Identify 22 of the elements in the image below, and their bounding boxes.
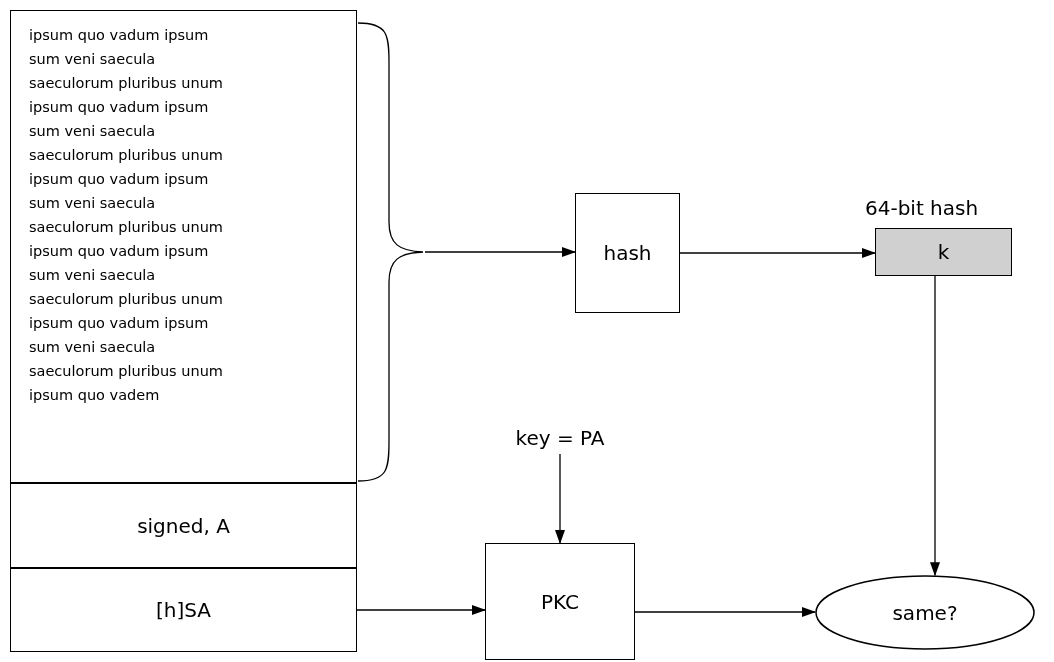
arrow bbox=[679, 248, 876, 258]
box-caption: 64-bit hash bbox=[865, 196, 979, 220]
arrow bbox=[424, 247, 576, 257]
box-label: same? bbox=[892, 600, 958, 625]
process-box bbox=[485, 543, 635, 660]
arrow bbox=[555, 453, 565, 544]
signature-box bbox=[10, 483, 357, 568]
box-label: PKC bbox=[540, 589, 579, 614]
box-label: [h]SA bbox=[156, 598, 211, 622]
message-box bbox=[10, 10, 357, 483]
signature-box bbox=[10, 568, 357, 652]
curly-brace bbox=[357, 22, 425, 482]
arrow bbox=[930, 275, 940, 577]
message-text: ipsum quo vadum ipsum sum veni saecula saeculorum pluribus unum ipsum quo vadum ipsum sum veni saecula saeculorum pluribus unum ipsum quo vadum ipsum sum veni saecula saeculorum pluribus unum ipsum quo vadum ipsum sum veni saecula saeculorum pluribus unum ipsum quo vadum ipsum sum veni saecula saeculorum pluribus unum ipsum quo vadem bbox=[29, 26, 224, 405]
key-label: key = PA bbox=[515, 426, 605, 450]
box-label: k bbox=[937, 240, 950, 264]
arrow bbox=[634, 607, 816, 617]
process-box bbox=[575, 193, 680, 313]
box-label: signed, A bbox=[137, 513, 230, 538]
arrow bbox=[356, 605, 486, 615]
box-label: hash bbox=[603, 241, 652, 265]
key-box bbox=[875, 228, 1012, 276]
